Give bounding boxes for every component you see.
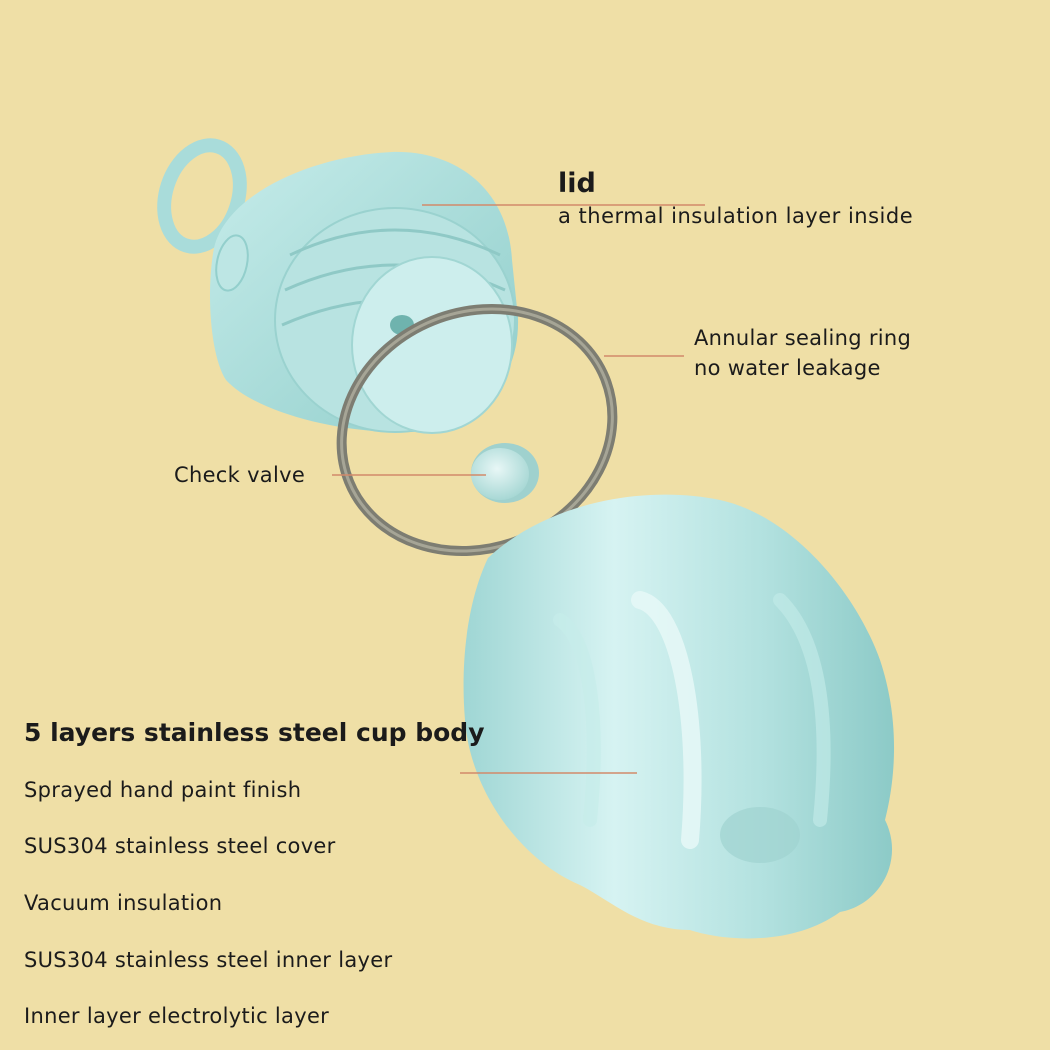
cup-layer-item: Inner layer electrolytic layer — [24, 1004, 330, 1028]
check-valve-graphic — [471, 443, 539, 503]
lid-description: a thermal insulation layer inside — [558, 204, 914, 228]
lid-thread-1 — [289, 228, 501, 257]
cup-body-title: 5 layers stainless steel cup body — [24, 718, 485, 747]
sealing-ring-description: no water leakage — [694, 356, 881, 380]
check-valve-label: Check valve — [174, 463, 306, 487]
cup-layer-item: Sprayed hand paint finish — [24, 778, 302, 802]
cup-body-graphic — [463, 494, 895, 939]
cup-layer-item: SUS304 stainless steel cover — [24, 834, 336, 858]
cup-layer-item: SUS304 stainless steel inner layer — [24, 948, 393, 972]
lid-graphic — [157, 138, 519, 434]
lid-base-face — [351, 256, 513, 434]
cup-bottom-bump — [720, 807, 800, 863]
cup-layer-item: Vacuum insulation — [24, 891, 223, 915]
cup-highlight-1 — [631, 591, 702, 849]
cup-highlight-3 — [773, 593, 831, 827]
cup-highlight-2 — [553, 613, 601, 827]
sealing-ring-label: Annular sealing ring — [694, 326, 912, 350]
lid-clip — [215, 234, 249, 292]
lid-handle-loop — [157, 138, 247, 254]
lid-label: lid — [558, 168, 596, 199]
